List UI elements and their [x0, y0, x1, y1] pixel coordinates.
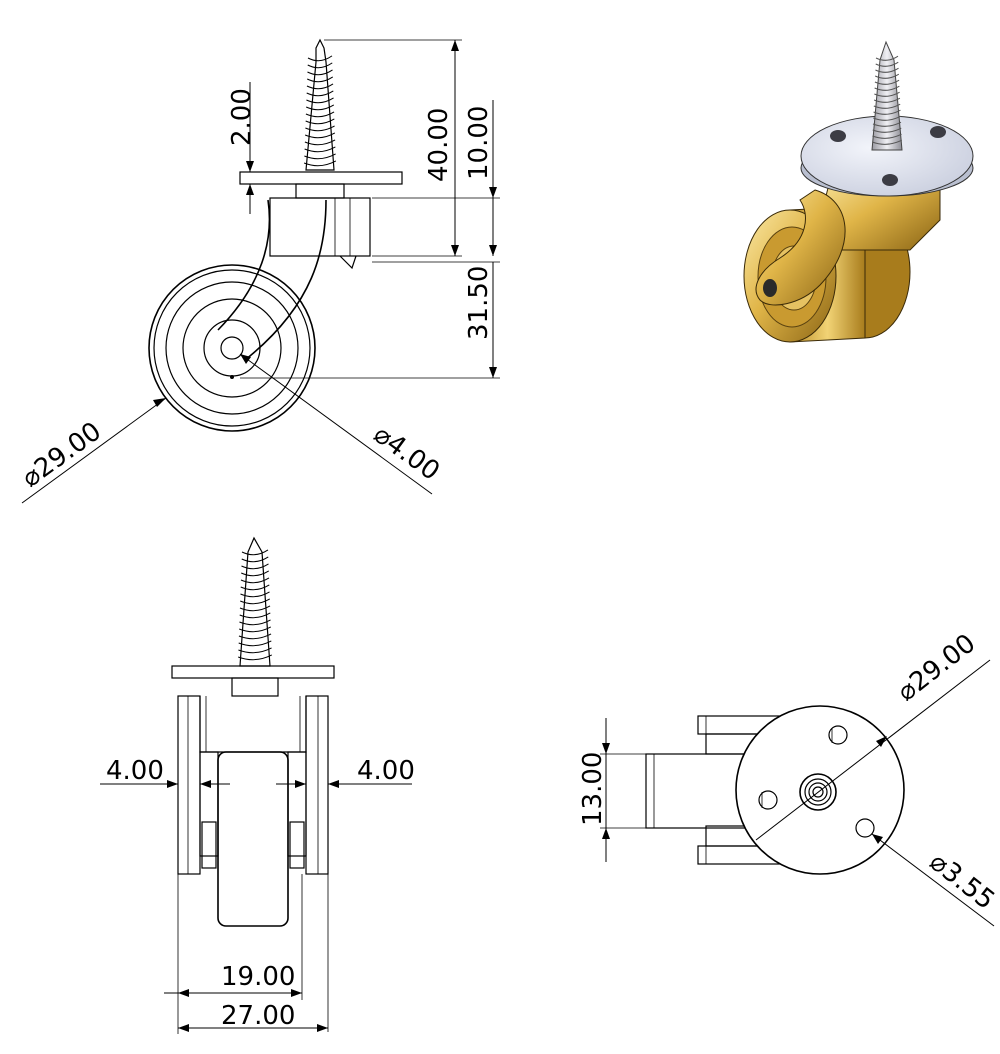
screw-thread [240, 591, 270, 598]
front-fork-leg-right [305, 695, 329, 875]
screw-thread [873, 97, 901, 103]
screw-thread [307, 55, 333, 62]
side-axle [220, 336, 244, 360]
dim-overall-width: 27.00 [177, 1000, 328, 1034]
label-wheel-diameter: ⌀29.00 [16, 416, 107, 493]
screw-thread [304, 146, 336, 153]
front-collar [231, 677, 279, 697]
top-hole-2 [758, 790, 778, 810]
screw-thread [303, 160, 337, 167]
screw-thread [238, 633, 272, 640]
screw-thread [305, 125, 335, 132]
screw-thread [238, 654, 273, 661]
side-fork-arm-outer [217, 199, 271, 331]
screw-thread [874, 91, 900, 97]
isometric-render [743, 40, 974, 343]
screw-thread [306, 97, 334, 104]
front-fork-leg-left [177, 695, 201, 875]
screw-thread [305, 111, 335, 118]
screw-thread [875, 61, 899, 67]
front-wheel [217, 751, 289, 927]
screw-thread [239, 626, 272, 633]
dim-hole-diameter: ⌀3.55 [871, 833, 1000, 927]
top-view: 13.00 ⌀29.00 ⌀3.55 [578, 628, 1000, 927]
label-plate-diameter: ⌀29.00 [892, 628, 981, 707]
label-gap-right: 4.00 [357, 756, 415, 786]
screw-thread [304, 132, 336, 139]
label-gap-left: 4.00 [106, 756, 164, 786]
screw-thread [872, 139, 903, 145]
screw-thread [307, 76, 334, 83]
screw-thread [304, 153, 336, 160]
screw-thread [239, 612, 271, 619]
screw-thread [306, 83, 334, 90]
screw-thread [239, 605, 271, 612]
screw-thread [241, 563, 269, 570]
screw-thread [305, 104, 335, 111]
screw-thread [307, 69, 333, 76]
side-fork-arm-inner [244, 199, 327, 361]
screw-thread [304, 139, 336, 146]
screw-thread [241, 570, 270, 577]
label-plate-thickness: 2.00 [227, 88, 257, 146]
dim-total-height: 40.00 [324, 39, 462, 257]
iso-axle-hole [763, 279, 777, 297]
screw-thread [873, 115, 901, 121]
label-screw-offset: 10.00 [464, 106, 494, 180]
label-total-height: 40.00 [424, 108, 454, 182]
side-horn-block [269, 197, 371, 257]
dim-gap-right: 4.00 [276, 756, 415, 1032]
label-axle-diameter: ⌀4.00 [368, 419, 445, 487]
top-hole-3 [855, 818, 875, 838]
dim-gap-left: 4.00 [100, 756, 230, 1000]
dim-axle-diameter: ⌀4.00 [239, 353, 445, 495]
dim-wheel-drop: 31.50 [240, 261, 500, 379]
screw-thread [872, 133, 902, 139]
screw-thread [238, 647, 272, 654]
screw-thread [305, 118, 335, 125]
dim-screw-offset: 10.00 [372, 100, 500, 256]
label-overall-width: 27.00 [221, 1001, 295, 1031]
label-fork-width: 13.00 [578, 752, 608, 826]
screw-thread [873, 109, 901, 115]
screw-thread [874, 73, 900, 79]
screw-thread [238, 640, 272, 647]
front-screw [238, 536, 273, 667]
screw-thread [873, 103, 901, 109]
iso-fork-arm [755, 189, 846, 306]
screw-thread [875, 67, 899, 73]
dim-fork-width: 13.00 [578, 718, 646, 862]
screw-thread [240, 584, 270, 591]
label-wheel-drop: 31.50 [464, 266, 494, 340]
top-hole-1 [828, 725, 848, 745]
side-view: 2.00 40.00 10.00 31.50 [16, 38, 500, 504]
side-collar [295, 183, 345, 199]
dim-plate-thickness: 2.00 [227, 82, 257, 214]
screw-thread [872, 121, 902, 127]
front-view: 4.00 4.00 19.00 27.00 [100, 536, 415, 1034]
side-screw [303, 38, 337, 171]
screw-thread [307, 62, 333, 69]
screw-thread [239, 619, 271, 626]
screw-thread [241, 549, 269, 556]
screw-thread [874, 79, 900, 85]
screw-thread [875, 55, 899, 61]
screw-thread [872, 127, 902, 133]
screw-thread [240, 577, 270, 584]
screw-thread [874, 85, 900, 91]
label-wheel-width: 19.00 [221, 962, 295, 992]
top-mounting-plate [735, 705, 905, 875]
dim-wheel-diameter: ⌀29.00 [16, 397, 167, 504]
screw-thread [240, 598, 271, 605]
dim-wheel-width: 19.00 [164, 874, 303, 1000]
screw-thread [241, 556, 269, 563]
front-mounting-plate [171, 665, 335, 679]
side-wheel [148, 264, 316, 432]
screw-thread [306, 90, 334, 97]
top-screw [799, 773, 837, 811]
side-mounting-plate [239, 171, 403, 185]
